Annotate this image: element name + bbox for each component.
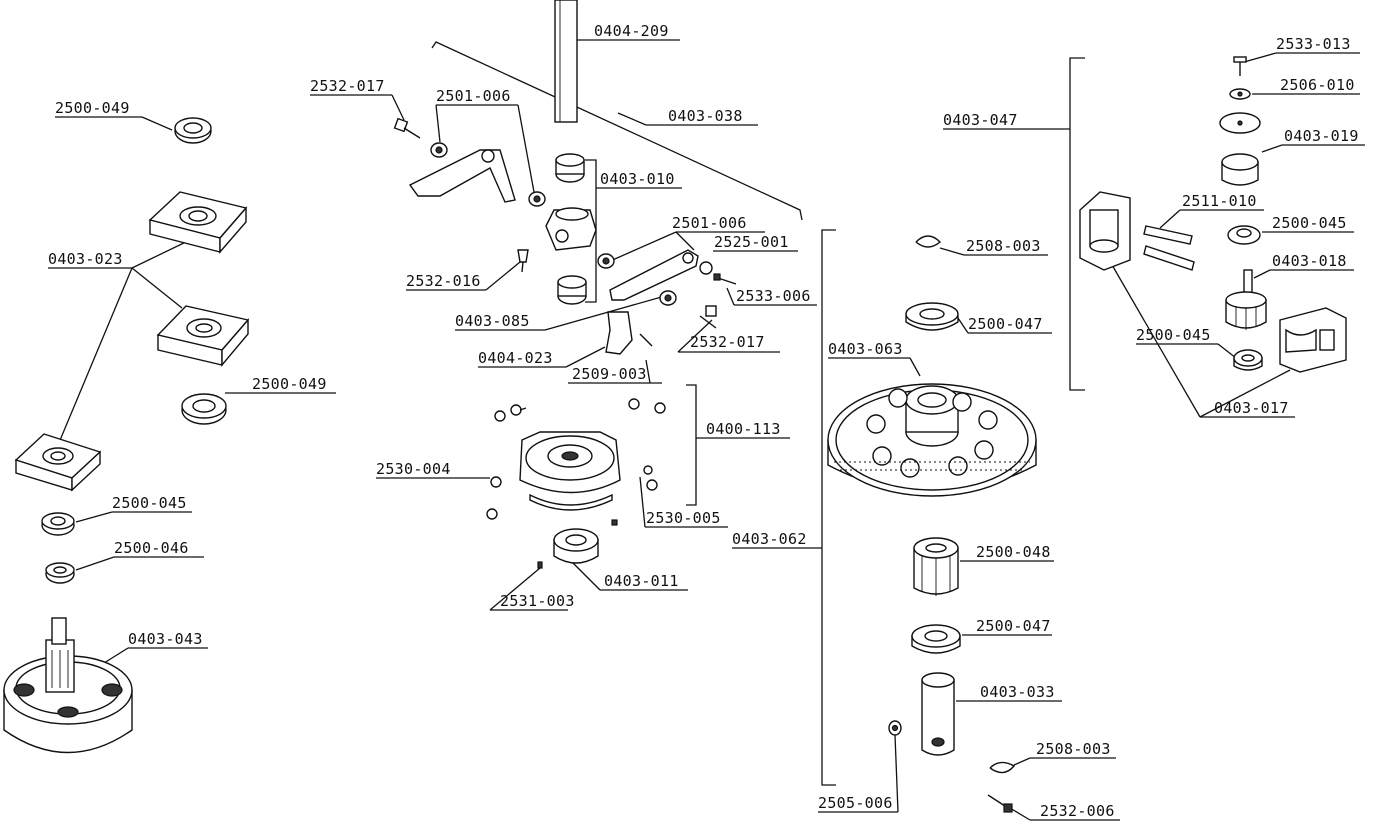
label-0403-047: 0403-047	[943, 111, 1018, 129]
autorotation-shaft	[921, 672, 955, 756]
bearing-2500-047-top	[905, 302, 959, 331]
label-0404-209: 0404-209	[594, 22, 669, 40]
label-2508-003-top: 2508-003	[966, 237, 1041, 255]
bearing-2500-047-bottom	[911, 624, 961, 654]
label-2500-045-left: 2500-045	[112, 494, 187, 512]
ball-link-nut	[659, 290, 677, 306]
label-2532-017-mid: 2532-017	[690, 333, 765, 351]
label-0403-019: 0403-019	[1284, 127, 1359, 145]
label-2531-003: 2531-003	[500, 592, 575, 610]
label-2500-046: 2500-046	[114, 539, 189, 557]
ball-2525-001	[699, 261, 713, 275]
part-number-labels: 0404-209 0403-038 2532-017 2501-006 0403…	[48, 22, 1359, 820]
washout-hub	[545, 207, 597, 251]
label-2533-013: 2533-013	[1276, 35, 1351, 53]
washer-2506-010	[1229, 88, 1251, 100]
pins-2511-010	[1143, 225, 1195, 271]
ball-link-lower	[597, 253, 615, 269]
shaft-0403-018	[1225, 269, 1267, 330]
label-2500-049-mid: 2500-049	[252, 375, 327, 393]
washout-arm	[408, 149, 516, 203]
bearing-2500-046	[45, 562, 75, 584]
bearing-block-1	[148, 191, 248, 254]
washout-bushing-bottom	[557, 275, 587, 305]
screw-2533-013	[1233, 56, 1247, 76]
link-arm	[609, 249, 699, 301]
label-2500-047-top: 2500-047	[968, 315, 1043, 333]
screw-2532-017-mid	[699, 305, 717, 329]
label-2501-006-mid: 2501-006	[672, 214, 747, 232]
bearing-block-3	[14, 433, 102, 492]
disc-0403-019	[1219, 112, 1261, 134]
label-2500-045-right-top: 2500-045	[1272, 214, 1347, 232]
label-2530-004: 2530-004	[376, 460, 451, 478]
label-0403-043: 0403-043	[128, 630, 203, 648]
clip-2508-003-bottom	[989, 761, 1016, 774]
label-0403-023: 0403-023	[48, 250, 123, 268]
parts	[3, 0, 1347, 813]
oneway-bearing	[913, 537, 959, 596]
pin-2509-003	[639, 333, 653, 347]
setscrew-2531-003	[537, 561, 543, 569]
ball-link-top	[430, 142, 448, 158]
screw-2532-017-top	[393, 117, 421, 139]
label-0403-018: 0403-018	[1272, 252, 1347, 270]
label-2525-001: 2525-001	[714, 233, 789, 251]
main-shaft	[554, 0, 578, 123]
bearing-block-2	[156, 305, 250, 367]
label-2533-006: 2533-006	[736, 287, 811, 305]
ball-link-mid	[528, 191, 546, 207]
label-0403-038: 0403-038	[668, 107, 743, 125]
label-2500-047-bottom: 2500-047	[976, 617, 1051, 635]
label-2509-003: 2509-003	[572, 365, 647, 383]
label-0403-010: 0403-010	[600, 170, 675, 188]
label-0404-023: 0404-023	[478, 349, 553, 367]
bolt-2532-006	[987, 794, 1013, 813]
label-2532-016: 2532-016	[406, 272, 481, 290]
collar-0403-011	[553, 528, 599, 564]
swashplate	[519, 431, 621, 511]
label-0403-017: 0403-017	[1214, 399, 1289, 417]
label-2505-006: 2505-006	[818, 794, 893, 812]
mixer-arm	[605, 311, 633, 355]
label-0403-085: 0403-085	[455, 312, 530, 330]
setscrew-small	[611, 519, 618, 526]
label-2501-006-top: 2501-006	[436, 87, 511, 105]
clutch-bell	[3, 617, 133, 754]
label-0403-063: 0403-063	[828, 340, 903, 358]
washout-bushing-top	[555, 153, 585, 183]
housing-left	[1079, 191, 1131, 271]
label-2506-010: 2506-010	[1280, 76, 1355, 94]
main-gear	[827, 383, 1037, 497]
label-2508-003-bottom: 2508-003	[1036, 740, 1111, 758]
leader-lines	[48, 39, 1365, 821]
label-0403-011: 0403-011	[604, 572, 679, 590]
label-2500-045-right-bottom: 2500-045	[1136, 326, 1211, 344]
screw-2532-016	[517, 249, 529, 273]
label-2500-049-top: 2500-049	[55, 99, 130, 117]
gear-0403-019	[1221, 153, 1259, 186]
label-2530-005: 2530-005	[646, 509, 721, 527]
bearing-2500-045-right-top	[1227, 225, 1261, 245]
bearing-2500-049-mid	[181, 393, 227, 425]
label-2532-017-top: 2532-017	[310, 77, 385, 95]
ball-studs	[486, 398, 666, 520]
label-0403-062: 0403-062	[732, 530, 807, 548]
label-2532-006: 2532-006	[1040, 802, 1115, 820]
label-0403-033: 0403-033	[980, 683, 1055, 701]
bearing-2500-049-top	[174, 117, 212, 144]
housing-right	[1279, 307, 1347, 373]
label-2511-010: 2511-010	[1182, 192, 1257, 210]
nut-2505-006	[888, 720, 902, 736]
label-2500-048: 2500-048	[976, 543, 1051, 561]
clip-2508-003-top	[915, 235, 942, 248]
bearing-2500-045-right-bottom	[1233, 349, 1263, 371]
label-0400-113: 0400-113	[706, 420, 781, 438]
bearing-2500-045-left	[41, 512, 75, 536]
screw-2533-006	[713, 273, 737, 285]
